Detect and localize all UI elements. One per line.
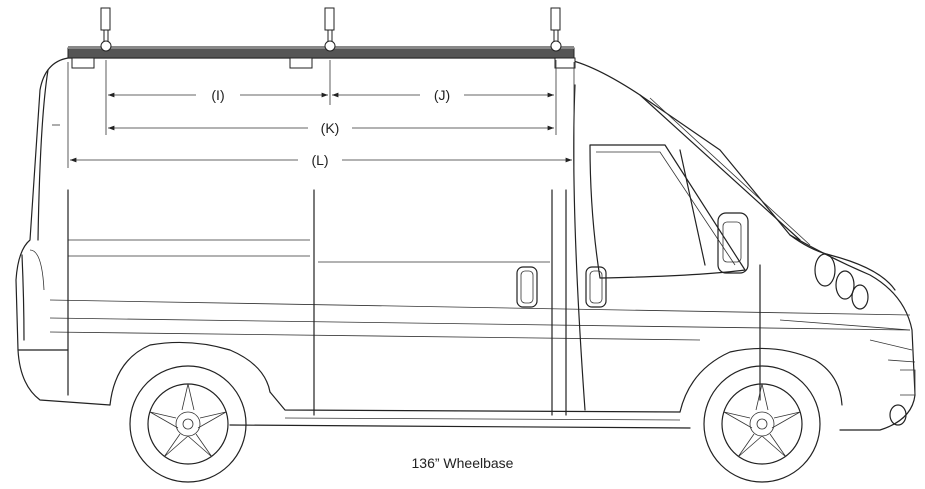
dimension-label-l: (L) bbox=[311, 152, 328, 168]
dimension-label-i: (I) bbox=[211, 87, 224, 103]
rear-wheel bbox=[129, 365, 247, 483]
dimension-lines: (I) (J) (K) (L) bbox=[67, 60, 575, 168]
roof-rack bbox=[67, 7, 576, 69]
van-body bbox=[15, 57, 916, 431]
ladder-clamp-front bbox=[550, 7, 562, 52]
dimension-label-j: (J) bbox=[434, 87, 450, 103]
ladder-clamp-rear bbox=[100, 7, 112, 52]
ladder-clamp-middle bbox=[324, 7, 336, 52]
wheelbase-caption: 136” Wheelbase bbox=[411, 455, 514, 471]
dimension-label-k: (K) bbox=[321, 120, 340, 136]
front-wheel bbox=[703, 365, 821, 483]
